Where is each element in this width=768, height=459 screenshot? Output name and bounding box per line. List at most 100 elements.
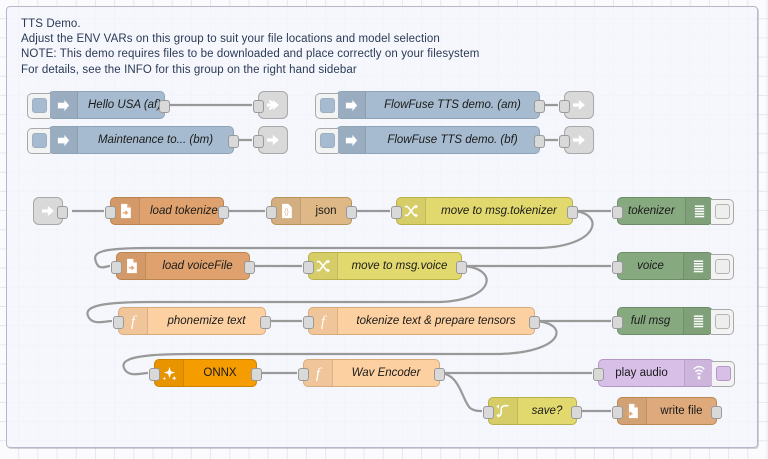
audio-out-node-play-audio[interactable]: play audio bbox=[593, 359, 735, 387]
svg-text:f: f bbox=[316, 366, 322, 381]
output-port[interactable] bbox=[346, 206, 357, 219]
function-node-tokenize-text[interactable]: f tokenize text & prepare tensors bbox=[303, 307, 540, 335]
node-label: load tokenizer bbox=[150, 205, 222, 217]
link-in-node-1[interactable] bbox=[33, 197, 68, 225]
inject-node-flowfuse-am[interactable]: FlowFuse TTS demo. (am) bbox=[315, 91, 545, 119]
output-port[interactable] bbox=[434, 368, 445, 381]
inject-trigger-button[interactable] bbox=[315, 128, 338, 154]
switch-node-save[interactable]: save? bbox=[483, 397, 582, 425]
onnx-node[interactable]: ONNX bbox=[149, 359, 262, 387]
input-port[interactable] bbox=[483, 406, 494, 419]
output-port[interactable] bbox=[529, 316, 540, 329]
link-out-node-4[interactable] bbox=[559, 126, 595, 154]
speaker-wave-icon bbox=[684, 360, 713, 386]
node-label: json bbox=[315, 205, 337, 217]
function-node-phonemize-text[interactable]: f phonemize text bbox=[113, 307, 271, 335]
input-port[interactable] bbox=[612, 316, 623, 329]
input-port[interactable] bbox=[149, 368, 160, 381]
debug-toggle-button[interactable] bbox=[711, 309, 734, 335]
output-port[interactable] bbox=[244, 261, 255, 274]
input-port[interactable] bbox=[253, 100, 264, 113]
file-in-node-load-voicefile[interactable]: load voiceFile bbox=[111, 252, 255, 280]
output-port[interactable] bbox=[534, 135, 545, 148]
debug-toggle-button[interactable] bbox=[711, 254, 734, 280]
change-node-move-to-msg-voice[interactable]: move to msg.voice bbox=[303, 252, 467, 280]
output-port[interactable] bbox=[57, 206, 68, 219]
input-port[interactable] bbox=[111, 261, 122, 274]
output-port[interactable] bbox=[567, 206, 578, 219]
inject-arrow-icon bbox=[337, 92, 366, 118]
input-port[interactable] bbox=[593, 368, 604, 381]
node-label: ONNX bbox=[203, 367, 237, 379]
output-port[interactable] bbox=[228, 135, 239, 148]
inject-trigger-button[interactable] bbox=[27, 93, 50, 119]
input-port[interactable] bbox=[391, 206, 402, 219]
link-out-icon bbox=[259, 92, 289, 118]
node-label: FlowFuse TTS demo. (bf) bbox=[387, 134, 518, 146]
svg-text:f: f bbox=[131, 314, 137, 329]
inject-arrow-icon bbox=[49, 127, 78, 153]
node-label: play audio bbox=[615, 367, 668, 379]
inject-node-maintenance[interactable]: Maintenance to... (bm) bbox=[27, 126, 239, 154]
input-port[interactable] bbox=[559, 100, 570, 113]
debug-node-full-msg[interactable]: full msg bbox=[612, 307, 734, 335]
group-comment-text: TTS Demo. Adjust the ENV VARs on this gr… bbox=[21, 18, 480, 76]
output-port[interactable] bbox=[456, 261, 467, 274]
audio-toggle-button[interactable] bbox=[712, 361, 735, 387]
json-braces-icon: {} bbox=[272, 198, 301, 224]
json-node[interactable]: {} json bbox=[266, 197, 357, 225]
node-label: Wav Encoder bbox=[351, 367, 421, 379]
change-node-move-to-msg-tokenizer[interactable]: move to msg.tokenizer bbox=[391, 197, 578, 225]
output-port[interactable] bbox=[218, 206, 229, 219]
node-label: write file bbox=[660, 405, 703, 417]
link-out-icon bbox=[565, 127, 595, 153]
input-port[interactable] bbox=[105, 206, 116, 219]
output-port[interactable] bbox=[711, 406, 722, 419]
node-label: full msg bbox=[630, 315, 671, 327]
output-port[interactable] bbox=[251, 368, 262, 381]
node-label: Hello USA (af) bbox=[88, 99, 162, 111]
file-in-icon bbox=[111, 198, 140, 224]
input-port[interactable] bbox=[266, 206, 277, 219]
input-port[interactable] bbox=[612, 406, 623, 419]
debug-lines-icon bbox=[684, 198, 714, 224]
input-port[interactable] bbox=[559, 135, 570, 148]
debug-node-tokenizer[interactable]: tokenizer bbox=[612, 197, 734, 225]
input-port[interactable] bbox=[612, 261, 623, 274]
link-out-node-2[interactable] bbox=[253, 126, 288, 154]
inject-trigger-button[interactable] bbox=[27, 128, 50, 154]
input-port[interactable] bbox=[113, 316, 124, 329]
inject-node-flowfuse-bf[interactable]: FlowFuse TTS demo. (bf) bbox=[315, 126, 545, 154]
node-label: load voiceFile bbox=[162, 260, 233, 272]
input-port[interactable] bbox=[253, 135, 264, 148]
inject-node-hello-usa[interactable]: Hello USA (af) bbox=[27, 91, 170, 119]
debug-node-voice[interactable]: voice bbox=[612, 252, 734, 280]
input-port[interactable] bbox=[612, 206, 623, 219]
input-port[interactable] bbox=[303, 316, 314, 329]
node-label: Maintenance to... (bm) bbox=[97, 134, 214, 146]
output-port[interactable] bbox=[260, 316, 271, 329]
svg-text:{}: {} bbox=[284, 208, 289, 216]
node-label: phonemize text bbox=[167, 315, 246, 327]
svg-text:f: f bbox=[321, 314, 327, 329]
node-label: tokenizer bbox=[628, 205, 675, 217]
debug-toggle-button[interactable] bbox=[711, 199, 734, 225]
inject-arrow-icon bbox=[337, 127, 366, 153]
input-port[interactable] bbox=[303, 261, 314, 274]
link-out-node-3[interactable] bbox=[559, 91, 595, 119]
output-port[interactable] bbox=[159, 100, 170, 113]
output-port[interactable] bbox=[571, 406, 582, 419]
link-out-icon bbox=[565, 92, 595, 118]
debug-lines-icon bbox=[683, 308, 712, 334]
input-port[interactable] bbox=[298, 368, 309, 381]
function-node-wav-encoder[interactable]: f Wav Encoder bbox=[298, 359, 445, 387]
output-port[interactable] bbox=[534, 100, 545, 113]
file-out-node-write-file[interactable]: write file bbox=[612, 397, 722, 425]
file-in-node-load-tokenizer[interactable]: load tokenizer bbox=[105, 197, 229, 225]
inject-trigger-button[interactable] bbox=[315, 93, 338, 119]
link-out-node-1[interactable] bbox=[253, 91, 289, 119]
link-in-icon bbox=[34, 198, 64, 224]
node-label: move to msg.voice bbox=[351, 260, 448, 272]
node-label: FlowFuse TTS demo. (am) bbox=[384, 99, 521, 111]
